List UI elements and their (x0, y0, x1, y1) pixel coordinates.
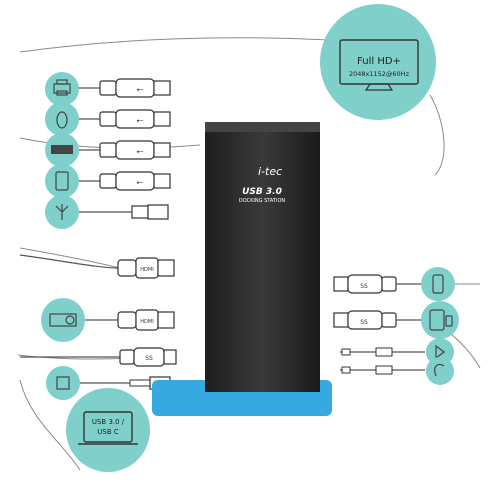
right-row-phone: SS (333, 267, 480, 301)
speaker-icon (56, 376, 70, 390)
keyboard-icon (51, 145, 73, 154)
left-row-usb3: SS (20, 347, 177, 367)
right-row-headset (340, 357, 454, 385)
microphone-icon (435, 344, 445, 360)
usb-b-plug (99, 80, 117, 96)
svg-text:SS: SS (360, 283, 368, 290)
rj45-plug (131, 205, 149, 219)
printer-icon (53, 79, 71, 96)
left-row-projector: HDMI (41, 298, 175, 342)
svg-text:HDMI: HDMI (140, 319, 153, 325)
left-row-keyboard: ⭠ (45, 133, 171, 167)
tablet-phone-icon (429, 309, 453, 331)
left-row-ethernet (45, 195, 169, 229)
left-row-printer: ⭠ (45, 72, 171, 106)
usb-a-plug (153, 80, 171, 96)
phone-icon (432, 274, 444, 294)
monitor-line2: 2048x1152@60Hz (349, 70, 410, 78)
dock-brand: i-tec (258, 165, 282, 178)
mouse-icon (56, 111, 68, 129)
dock-model: USB 3.0 (242, 187, 282, 197)
laptop-circle: USB 3.0 / USB C (66, 388, 150, 472)
right-row-tablet-phone: SS (333, 301, 459, 339)
projector-icon (49, 313, 77, 327)
laptop-line1: USB 3.0 / (92, 418, 125, 426)
left-row-hdmi: HDMI (19, 254, 175, 279)
docking-station: i-tec USB 3.0 DOCKING STATION (152, 122, 332, 416)
left-row-tablet: ⭠ (45, 164, 171, 198)
hdmi-label: HDMI (140, 267, 153, 273)
usb-connector (115, 78, 155, 98)
headset-icon (434, 363, 445, 377)
svg-text:⭠: ⭠ (136, 178, 143, 188)
svg-text:⭠: ⭠ (136, 147, 143, 157)
printer-icon-circle (45, 72, 79, 106)
dock-subtitle: DOCKING STATION (239, 198, 286, 204)
svg-text:⭠: ⭠ (136, 116, 143, 126)
monitor-line1: Full HD+ (357, 56, 401, 67)
svg-text:SS: SS (145, 355, 153, 362)
ethernet-icon (55, 204, 69, 220)
monitor-circle: Full HD+ 2048x1152@60Hz (320, 4, 436, 120)
laptop-icon (83, 411, 133, 443)
left-row-mouse: ⭠ (45, 102, 171, 136)
laptop-line2: USB C (97, 428, 119, 436)
dock-body (205, 122, 320, 392)
tablet-icon (55, 171, 69, 191)
usb-symbol: ⭠ (136, 85, 143, 95)
svg-text:SS: SS (360, 319, 368, 326)
